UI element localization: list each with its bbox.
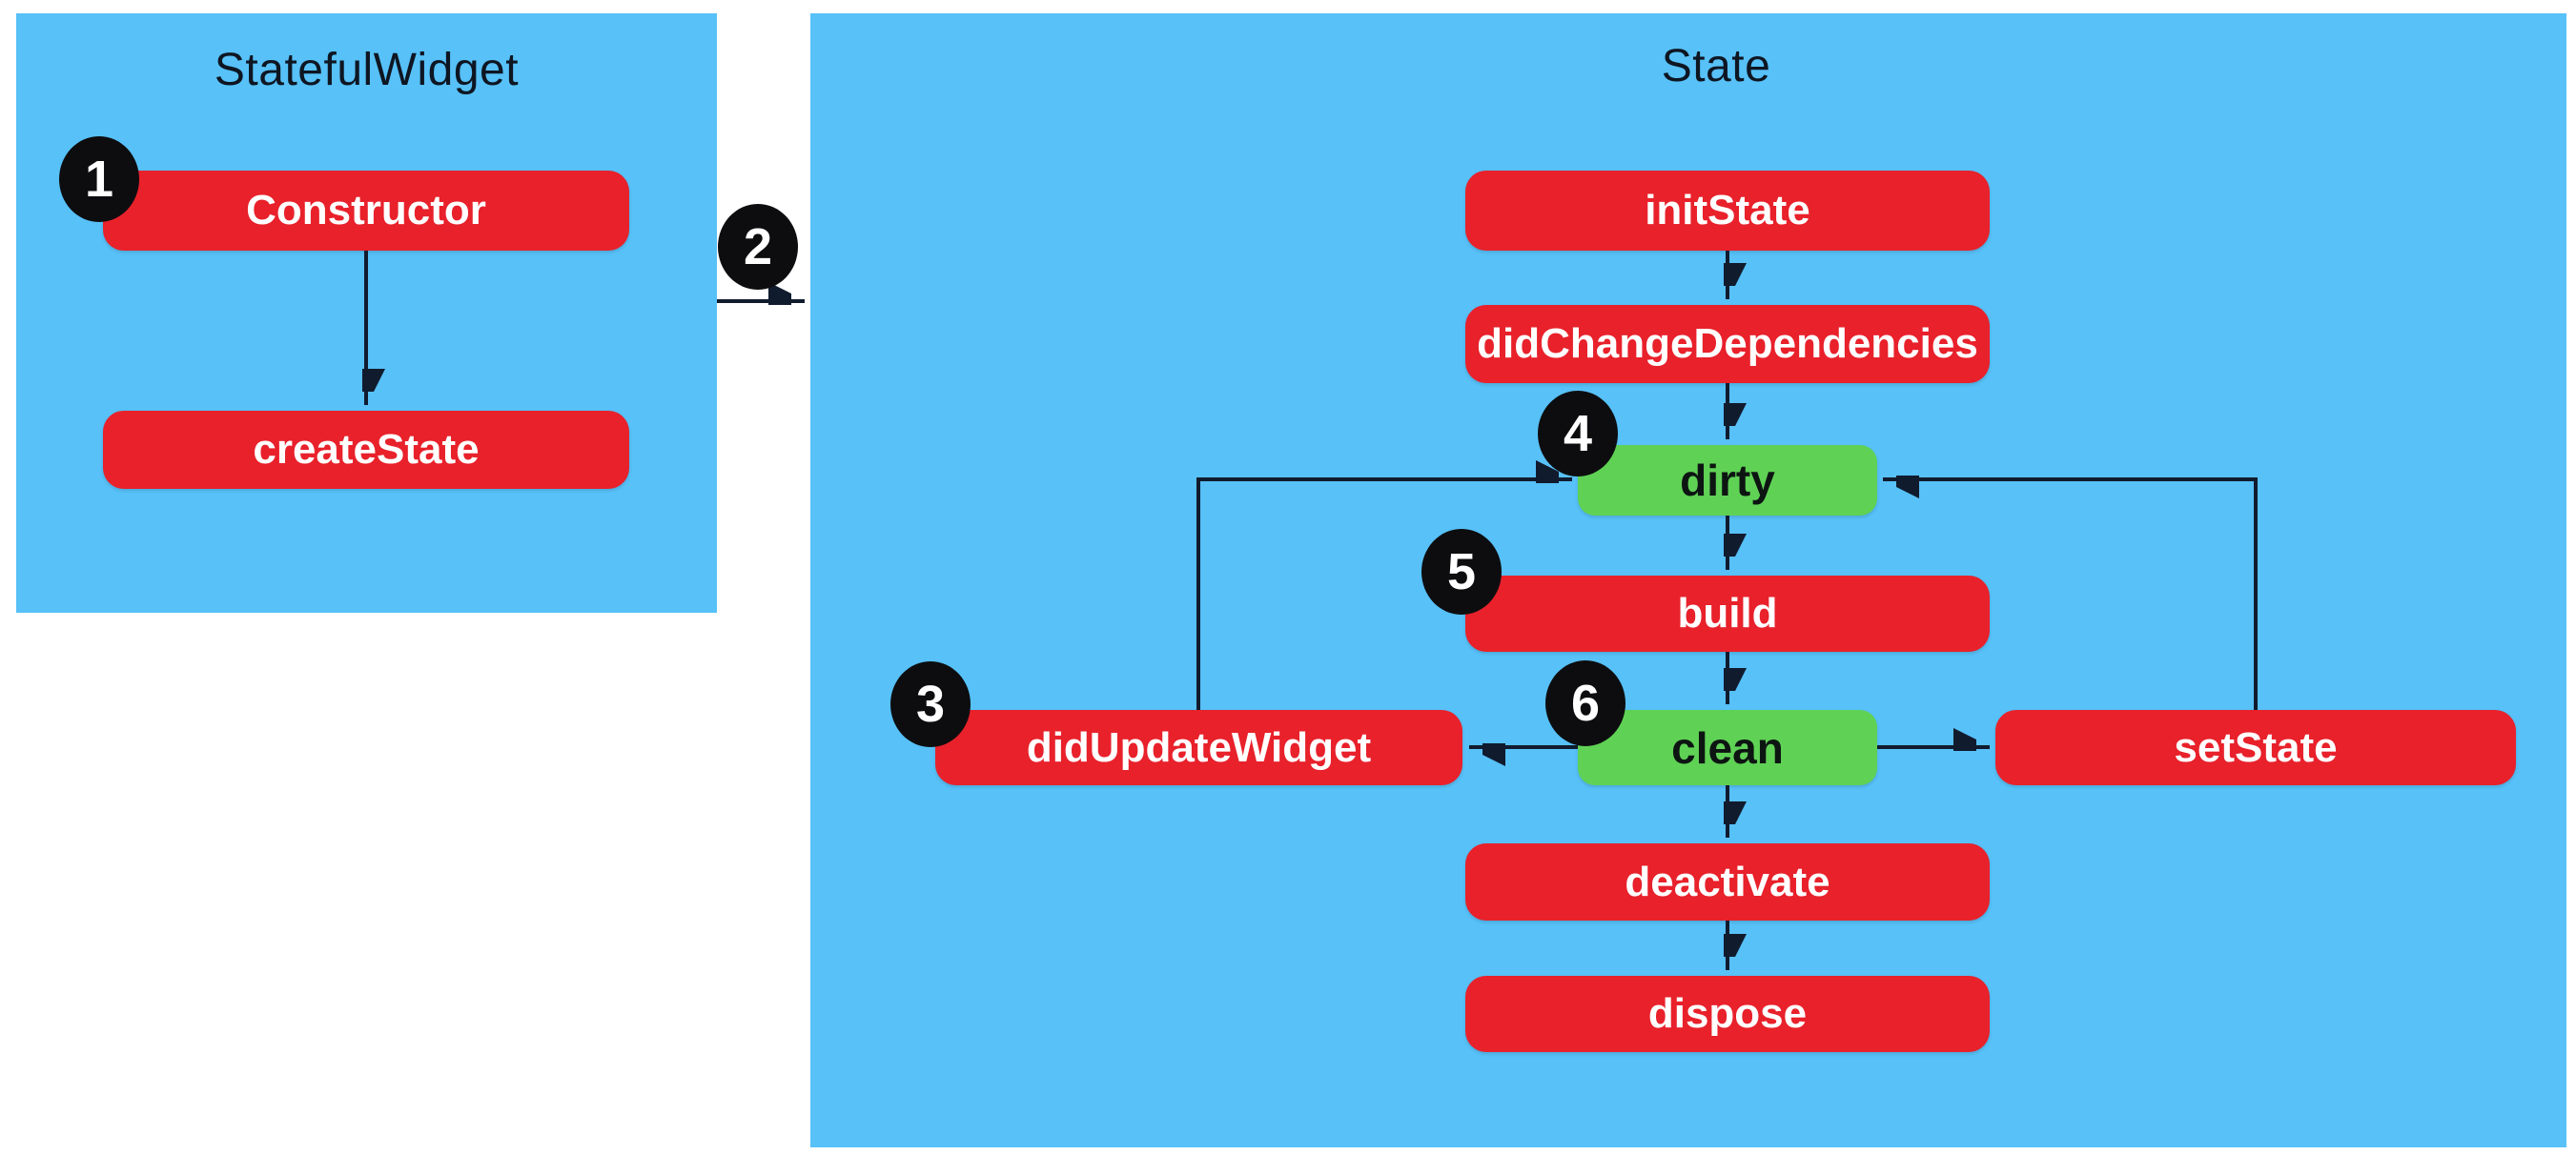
node-createstate: createState (103, 411, 629, 489)
node-initstate: initState (1465, 171, 1990, 251)
node-didchangedependencies: didChangeDependencies (1465, 305, 1990, 383)
node-deactivate: deactivate (1465, 843, 1990, 921)
node-setstate: setState (1995, 710, 2516, 785)
step-badge-1: 1 (59, 136, 139, 222)
state-panel-title: State (1661, 41, 1771, 91)
node-build: build (1465, 576, 1990, 652)
step-badge-4: 4 (1538, 391, 1618, 476)
node-constructor: Constructor (103, 171, 629, 251)
stateful-widget-panel-title: StatefulWidget (214, 45, 520, 95)
node-didupdatewidget: didUpdateWidget (935, 710, 1462, 785)
step-badge-2: 2 (718, 204, 798, 290)
arrow-didupdatewidget-to-dirty (1196, 479, 1572, 710)
step-badge-5: 5 (1421, 529, 1502, 615)
node-dispose: dispose (1465, 976, 1990, 1052)
node-dirty: dirty (1578, 445, 1877, 516)
arrow-setstate-to-dirty (1883, 479, 2258, 710)
node-clean: clean (1578, 710, 1877, 785)
step-badge-6: 6 (1545, 660, 1625, 746)
step-badge-3: 3 (890, 661, 971, 747)
